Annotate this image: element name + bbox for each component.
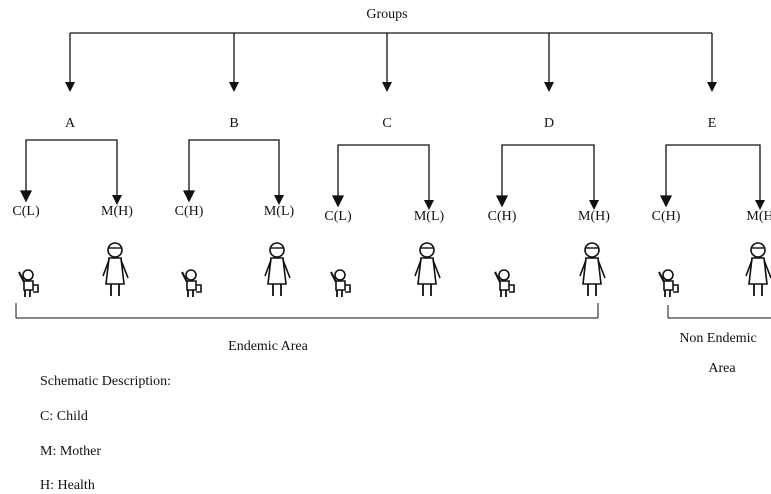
child-label: C(L) [12, 204, 40, 219]
split-bracket [337, 144, 434, 210]
child-icon [181, 269, 202, 298]
mother-label: M(L) [264, 204, 295, 219]
mother-label: M(H [746, 209, 771, 224]
mother-label: M(H) [578, 209, 610, 224]
mother-label: M(L) [414, 209, 445, 224]
diagram-title: Groups [366, 7, 407, 22]
child-icon [494, 269, 515, 298]
endemic-area-label: Endemic Area [228, 339, 308, 354]
arrow-head [182, 190, 196, 203]
legend-item-mother: M: Mother [40, 444, 102, 459]
mother-icon [579, 242, 606, 297]
arrow-head [331, 195, 345, 208]
mother-label: M(H) [101, 204, 133, 219]
child-icon [18, 269, 39, 298]
non-endemic-label-2: Area [708, 361, 736, 376]
child-icon [658, 269, 679, 298]
non-endemic-label-1: Non Endemic [679, 331, 756, 346]
child-label: C(H) [175, 204, 204, 219]
group-label: B [229, 116, 238, 131]
group-label: E [708, 116, 717, 131]
child-label: C(H) [652, 209, 681, 224]
mother-icon [414, 242, 441, 297]
mother-icon [102, 242, 129, 297]
group-label: A [65, 116, 76, 131]
arrow-head [659, 195, 673, 208]
mother-icon [264, 242, 291, 297]
legend-item-health: H: Health [40, 478, 95, 493]
arrow-head [19, 190, 33, 203]
legend-heading: Schematic Description: [40, 374, 172, 389]
split-bracket [501, 144, 599, 210]
child-label: C(L) [324, 209, 352, 224]
split-bracket [25, 139, 122, 205]
child-icon [330, 269, 351, 298]
split-bracket [188, 139, 284, 205]
arrow-head [495, 195, 509, 208]
split-bracket [665, 144, 765, 210]
mother-icon [745, 242, 771, 297]
group-label: D [544, 116, 554, 131]
group-label: C [382, 116, 391, 131]
child-label: C(H) [488, 209, 517, 224]
legend-item-child: C: Child [40, 409, 88, 424]
